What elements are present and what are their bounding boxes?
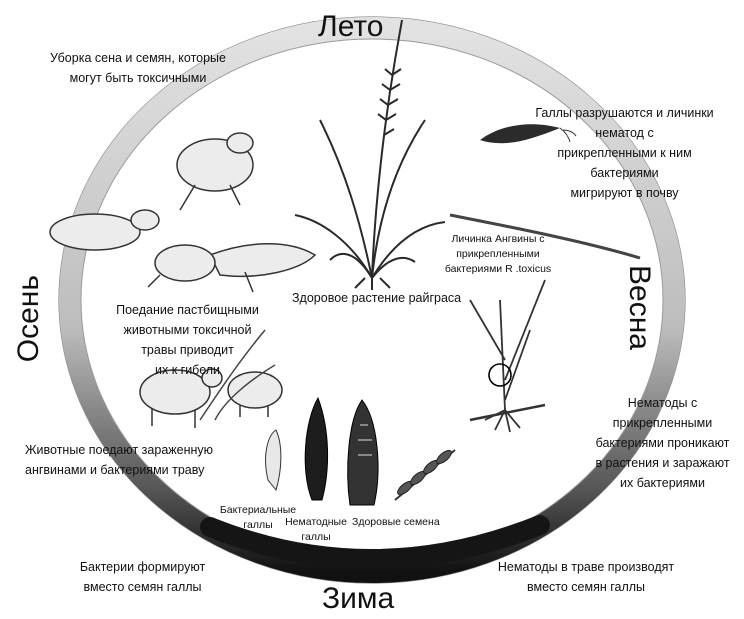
grazing-label: Поедание пастбищными животными токсичной…	[110, 300, 265, 380]
nematodes-enter-label: Нематоды с прикрепленными бактериями про…	[585, 393, 740, 493]
galls-break-label: Галлы разрушаются и личинки нематод с пр…	[522, 103, 727, 203]
hay-harvest-label: Уборка сена и семян, которые могут быть …	[33, 48, 243, 88]
season-spring-label: Весна	[622, 265, 656, 350]
nematode-galls-label: Нематодные галлы	[280, 515, 352, 545]
season-summer-label: Лето	[318, 10, 383, 44]
bacteria-form-label: Бактерии формируют вместо семян галлы	[60, 557, 225, 597]
healthy-seeds-label: Здоровые семена	[352, 515, 462, 530]
season-autumn-label: Осень	[12, 275, 46, 362]
nematodes-produce-label: Нематоды в траве производят вместо семян…	[476, 557, 696, 597]
season-winter-label: Зима	[322, 582, 394, 616]
animals-eat-label: Животные поедают зараженную ангвинами и …	[25, 440, 260, 480]
larva-label: Личинка Ангвины с прикрепленными бактери…	[418, 232, 578, 277]
healthy-plant-label: Здоровое растение райграса	[292, 288, 492, 308]
galls-seeds-illustration	[266, 398, 455, 505]
